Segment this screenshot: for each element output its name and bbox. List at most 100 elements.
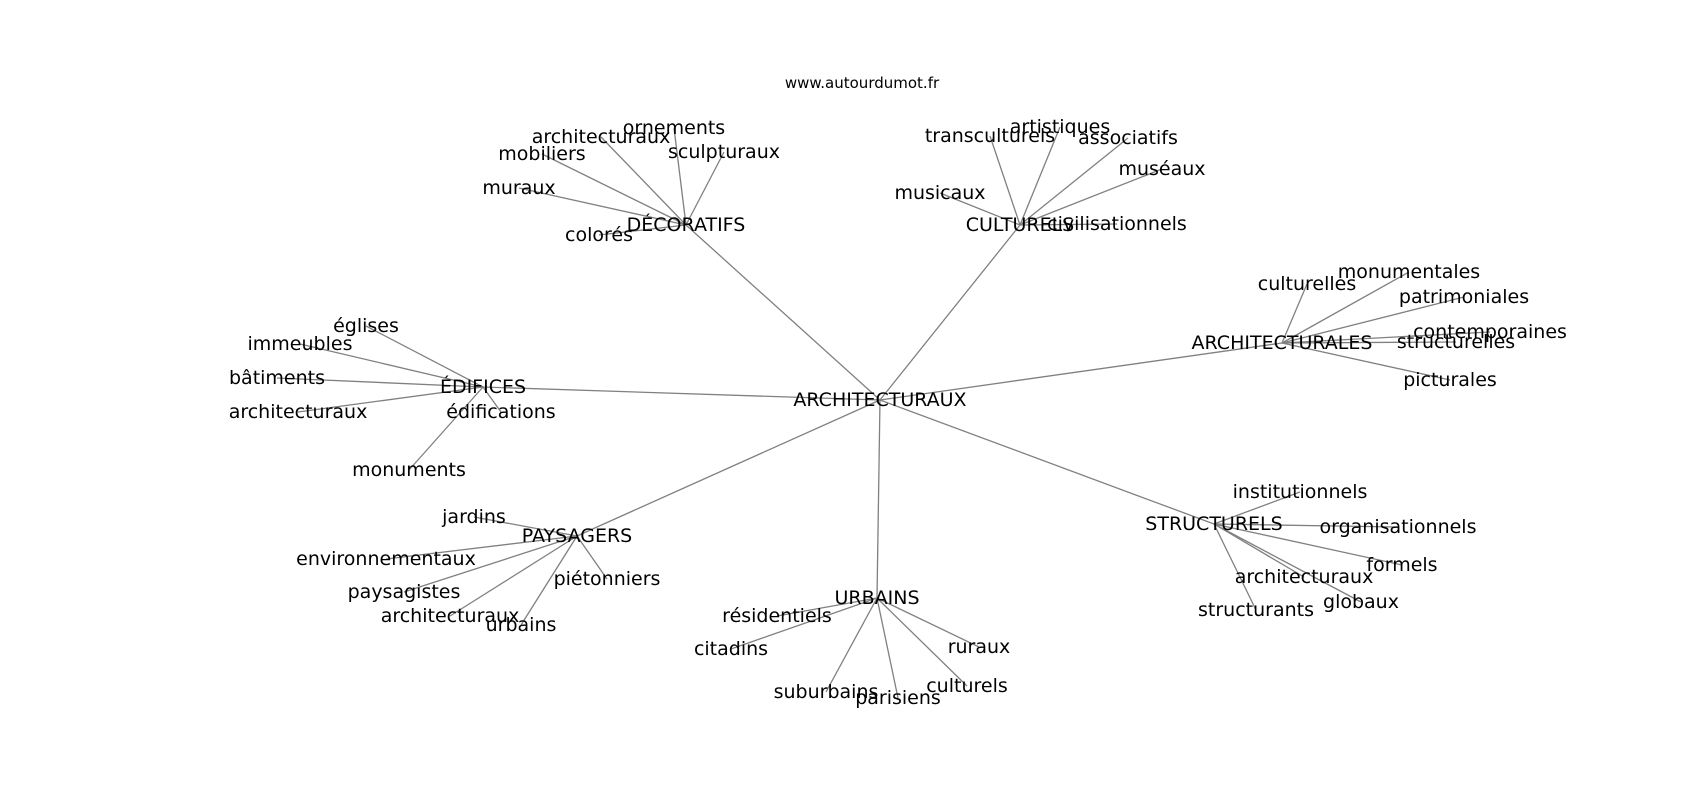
leaf-node-urbains-2[interactable]: ruraux [948, 636, 1011, 658]
edge-structurels-0 [1213, 491, 1301, 525]
edge-architecturales-3 [1281, 331, 1491, 344]
graph-edges [276, 126, 1491, 699]
leaf-node-structurels-3[interactable]: architecturaux [1235, 566, 1374, 588]
edge-decoratifs-4 [518, 187, 687, 226]
edge-edifices-4 [482, 386, 502, 413]
edge-decoratifs-5 [598, 224, 687, 236]
edge-edifices-3 [297, 386, 484, 413]
group-node-decoratifs[interactable]: DÉCORATIFS [627, 213, 746, 236]
leaf-node-paysagers-2[interactable]: piétonniers [554, 568, 661, 590]
leaf-node-decoratifs-5[interactable]: colorés [565, 224, 633, 246]
edge-center-decoratifs [685, 224, 881, 401]
group-node-culturels[interactable]: CULTURELS [966, 214, 1075, 236]
graph-nodes: ARCHITECTURAUXDÉCORATIFSornementsarchite… [229, 116, 1567, 709]
edge-urbains-5 [876, 597, 899, 699]
leaf-node-architecturales-5[interactable]: picturales [1403, 369, 1497, 391]
leaf-node-edifices-1[interactable]: immeubles [248, 333, 353, 355]
leaf-node-architecturales-4[interactable]: structurelles [1397, 331, 1515, 353]
center-node[interactable]: ARCHITECTURAUX [793, 389, 966, 411]
leaf-node-urbains-1[interactable]: citadins [694, 638, 768, 660]
leaf-node-structurels-0[interactable]: institutionnels [1233, 481, 1368, 503]
edge-urbains-1 [730, 597, 878, 650]
leaf-node-culturels-3[interactable]: muséaux [1118, 158, 1205, 180]
leaf-node-structurels-4[interactable]: globaux [1323, 591, 1399, 613]
edge-architecturales-4 [1281, 341, 1457, 344]
edge-structurels-2 [1213, 523, 1403, 566]
leaf-node-edifices-0[interactable]: églises [333, 315, 399, 337]
leaf-node-structurels-2[interactable]: formels [1366, 554, 1437, 576]
leaf-node-edifices-3[interactable]: architecturaux [229, 401, 368, 423]
leaf-node-culturels-2[interactable]: associatifs [1078, 127, 1178, 149]
edge-edifices-0 [365, 325, 484, 388]
source-watermark: www.autourdumot.fr [785, 74, 940, 92]
leaf-node-culturels-4[interactable]: musicaux [894, 182, 985, 204]
edge-decoratifs-1 [600, 136, 687, 226]
edge-paysagers-3 [403, 535, 578, 593]
edge-paysagers-5 [520, 535, 578, 626]
edge-culturels-1 [989, 135, 1021, 226]
leaf-node-edifices-5[interactable]: monuments [352, 459, 466, 481]
edge-structurels-1 [1213, 523, 1399, 528]
edge-urbains-2 [876, 597, 980, 648]
group-node-paysagers[interactable]: PAYSAGERS [522, 525, 632, 547]
edge-architecturales-1 [1281, 283, 1308, 344]
edge-decoratifs-3 [541, 153, 687, 226]
edge-culturels-4 [939, 192, 1021, 226]
edge-center-edifices [482, 386, 881, 401]
edge-architecturales-2 [1281, 296, 1465, 344]
leaf-node-urbains-0[interactable]: résidentiels [722, 605, 832, 627]
leaf-node-decoratifs-2[interactable]: sculpturaux [668, 141, 780, 163]
edge-culturels-0 [1019, 126, 1061, 226]
edge-urbains-4 [825, 597, 878, 693]
group-node-structurels[interactable]: STRUCTURELS [1145, 513, 1282, 535]
leaf-node-decoratifs-4[interactable]: muraux [482, 177, 555, 199]
edge-edifices-1 [299, 343, 484, 388]
edge-edifices-2 [276, 377, 484, 388]
group-node-edifices[interactable]: ÉDIFICES [440, 375, 526, 398]
edge-structurels-4 [1213, 523, 1362, 603]
leaf-node-paysagers-4[interactable]: architecturaux [381, 605, 520, 627]
edge-center-culturels [879, 224, 1021, 401]
leaf-node-edifices-2[interactable]: bâtiments [229, 367, 325, 389]
edge-culturels-5 [1019, 223, 1118, 226]
edge-paysagers-0 [473, 516, 578, 537]
edge-culturels-2 [1019, 137, 1129, 226]
leaf-node-decoratifs-1[interactable]: architecturaux [532, 126, 671, 148]
leaf-node-edifices-4[interactable]: édifications [446, 401, 555, 423]
edge-paysagers-2 [576, 535, 608, 580]
leaf-node-urbains-3[interactable]: culturels [926, 675, 1008, 697]
leaf-node-paysagers-3[interactable]: paysagistes [348, 581, 461, 603]
leaf-node-decoratifs-0[interactable]: ornements [623, 117, 725, 139]
group-node-architecturales[interactable]: ARCHITECTURALES [1192, 332, 1373, 354]
leaf-node-architecturales-1[interactable]: culturelles [1258, 273, 1357, 295]
leaf-node-culturels-0[interactable]: artistiques [1010, 116, 1111, 138]
leaf-node-culturels-5[interactable]: civilisationnels [1047, 213, 1187, 235]
edge-edifices-5 [408, 386, 484, 471]
leaf-node-architecturales-0[interactable]: monumentales [1338, 261, 1480, 283]
edge-decoratifs-0 [673, 127, 687, 226]
group-node-urbains[interactable]: URBAINS [834, 587, 919, 609]
edge-culturels-3 [1019, 168, 1163, 226]
leaf-node-urbains-4[interactable]: suburbains [774, 681, 879, 703]
edge-architecturales-0 [1281, 271, 1410, 344]
leaf-node-paysagers-0[interactable]: jardins [441, 506, 506, 528]
leaf-node-paysagers-1[interactable]: environnementaux [296, 548, 476, 570]
edge-urbains-3 [876, 597, 968, 687]
leaf-node-structurels-5[interactable]: structurants [1198, 599, 1314, 621]
leaf-node-paysagers-5[interactable]: urbains [486, 614, 557, 636]
leaf-node-culturels-1[interactable]: transculturels [925, 125, 1055, 147]
leaf-node-architecturales-2[interactable]: patrimoniales [1399, 286, 1529, 308]
edge-urbains-0 [776, 597, 878, 617]
edge-paysagers-1 [385, 535, 578, 560]
edge-center-architecturales [879, 342, 1283, 401]
leaf-node-urbains-5[interactable]: parisiens [855, 687, 941, 709]
edge-structurels-3 [1213, 523, 1305, 578]
edge-center-paysagers [576, 399, 881, 537]
edge-center-urbains [876, 399, 881, 599]
edge-architecturales-5 [1281, 342, 1451, 381]
leaf-node-architecturales-3[interactable]: contemporaines [1413, 321, 1567, 343]
edge-decoratifs-2 [685, 151, 725, 226]
leaf-node-structurels-1[interactable]: organisationnels [1320, 516, 1477, 538]
leaf-node-decoratifs-3[interactable]: mobiliers [498, 143, 585, 165]
